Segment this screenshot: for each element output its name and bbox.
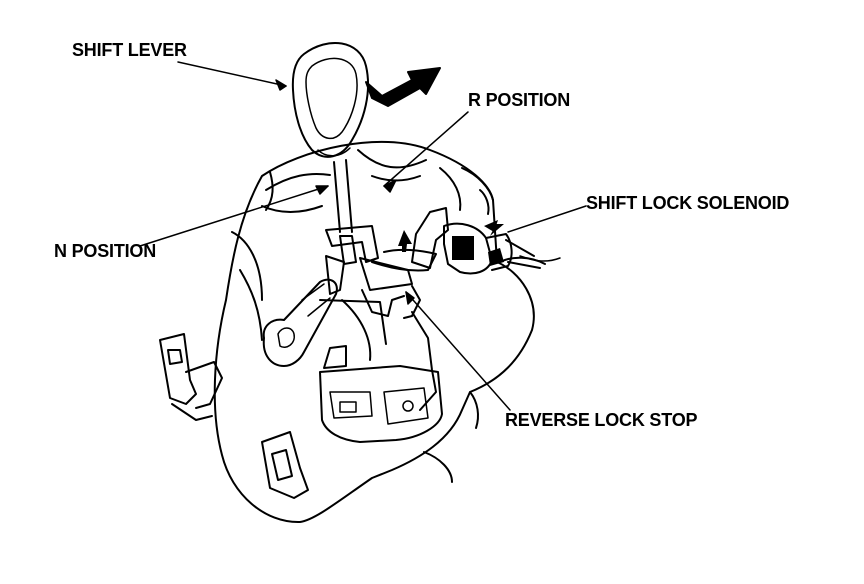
n-position-label: N POSITION bbox=[54, 241, 157, 261]
shift-lever-label: SHIFT LEVER bbox=[72, 40, 187, 60]
shift-lever-shaft bbox=[333, 159, 353, 233]
reverse-lock-stop-label: REVERSE LOCK STOP bbox=[505, 410, 698, 430]
mounting-bracket-left bbox=[159, 333, 223, 421]
shift-gate-assembly bbox=[319, 225, 437, 411]
r-position-label: R POSITION bbox=[468, 90, 571, 110]
shift-lock-solenoid-label: SHIFT LOCK SOLENOID bbox=[586, 193, 790, 213]
mounting-bracket-bottom bbox=[261, 431, 309, 499]
double-arrow-icon bbox=[484, 220, 504, 236]
direction-arrow-icon bbox=[365, 67, 441, 107]
lower-housing-block bbox=[319, 365, 443, 443]
shift-lock-solenoid bbox=[411, 207, 561, 275]
detent-arm bbox=[262, 278, 347, 369]
leader-lines bbox=[139, 61, 587, 411]
shift-knob bbox=[291, 41, 370, 158]
up-arrow-icon bbox=[398, 230, 412, 252]
